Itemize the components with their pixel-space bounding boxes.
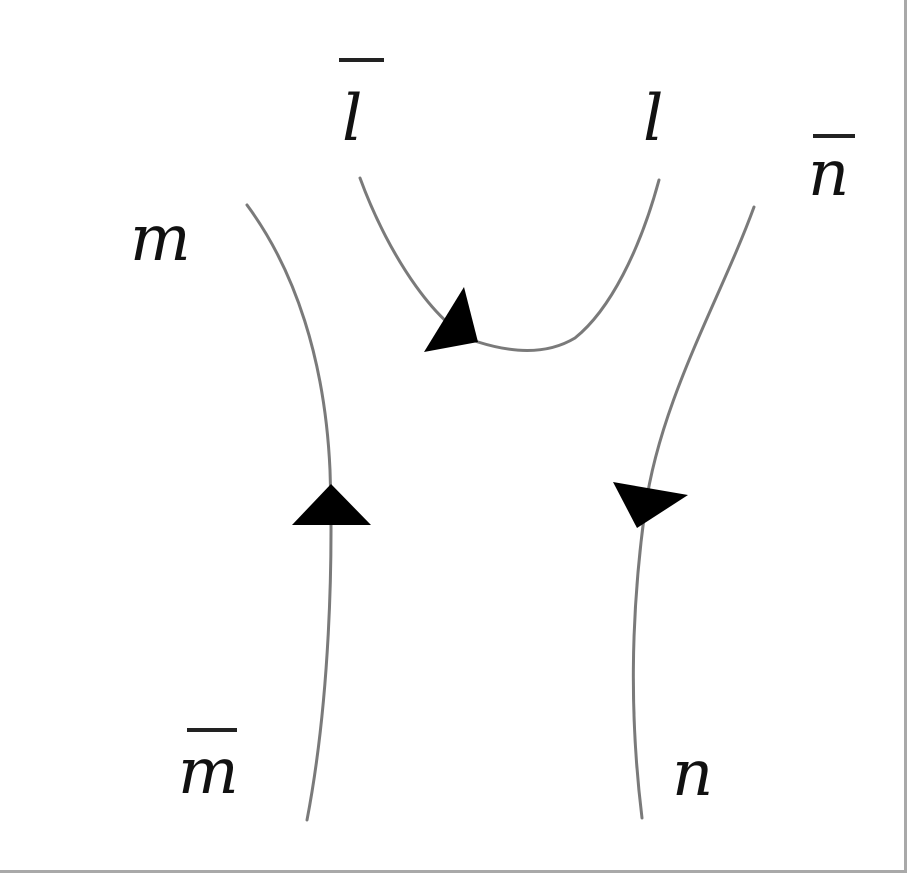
strand-l-cup: [358, 176, 661, 352]
arrow-up-left: [292, 484, 371, 525]
arrow-down-right: [613, 482, 688, 528]
label-m: m: [130, 202, 191, 276]
label-n: n: [672, 737, 713, 811]
label-l-bar: l: [342, 82, 362, 156]
label-l: l: [643, 82, 663, 156]
arrow-cup: [424, 287, 478, 352]
label-m-bar: m: [178, 735, 239, 809]
label-n-bar: n: [808, 137, 849, 211]
strand-m: [245, 203, 333, 822]
